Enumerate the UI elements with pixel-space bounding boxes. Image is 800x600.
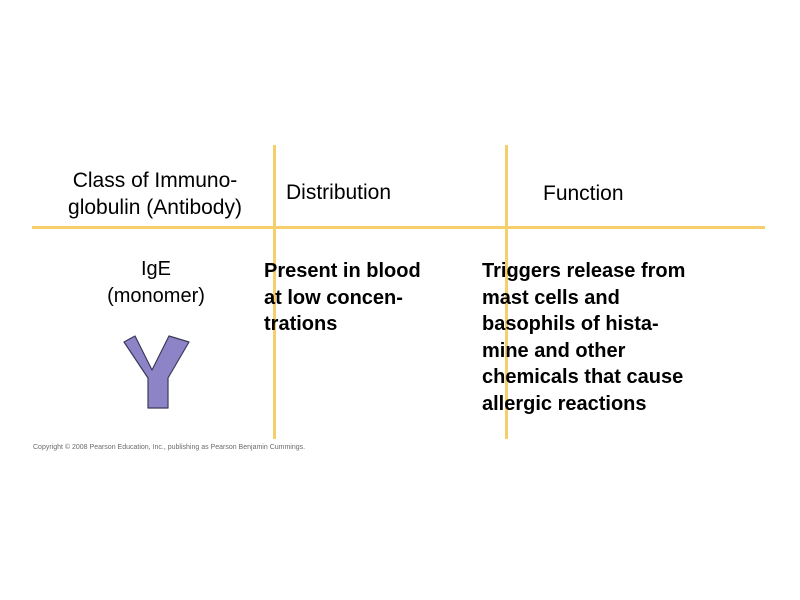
header-function: Function: [543, 182, 624, 205]
header-class-line-1: Class of Immuno-: [72, 169, 238, 192]
column-divider-left: [273, 145, 276, 439]
header-distribution: Distribution: [286, 181, 392, 204]
copyright-notice: Copyright © 2008 Pearson Education, Inc.…: [33, 444, 306, 451]
cell-function-line-6: allergic reactions: [482, 392, 647, 415]
cell-class: IgE (monomer): [56, 256, 256, 310]
column-divider-right: [505, 145, 508, 439]
cell-function-line-3: basophils of hista-: [482, 313, 659, 335]
cell-distribution-line-1: Present in blood: [264, 260, 421, 282]
cell-function-line-2: mast cells and: [482, 286, 620, 309]
cell-function-line-4: mine and other: [482, 339, 626, 362]
cell-distribution: Present in blood at low concen- trations: [264, 258, 499, 338]
cell-distribution-line-2: at low concen-: [264, 286, 403, 309]
antibody-shape: [123, 335, 190, 409]
cell-class-name: IgE: [140, 258, 172, 280]
header-class: Class of Immuno- globulin (Antibody): [30, 167, 280, 221]
cell-distribution-line-3: trations: [264, 313, 338, 335]
cell-class-structure: (monomer): [107, 285, 205, 307]
cell-function-line-5: chemicals that cause: [482, 366, 684, 388]
cell-function: Triggers release from mast cells and bas…: [482, 258, 782, 417]
antibody-monomer-icon: [123, 335, 190, 409]
header-divider-line: [32, 226, 765, 229]
cell-function-line-1: Triggers release from: [482, 260, 686, 282]
header-class-line-2: globulin (Antibody): [68, 196, 242, 219]
